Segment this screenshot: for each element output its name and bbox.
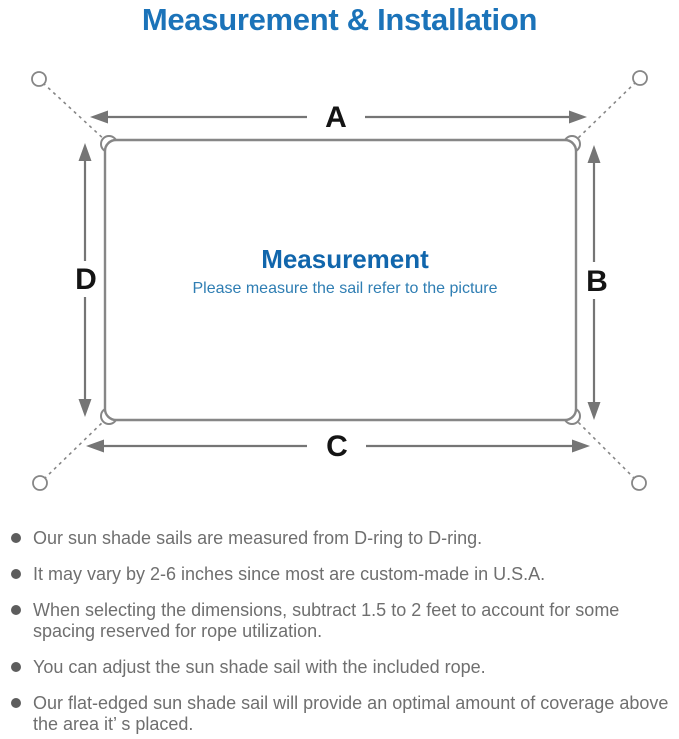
dim-label-a: A xyxy=(325,101,347,134)
sail-outline xyxy=(103,138,578,422)
arrowhead-c-right xyxy=(572,439,590,453)
list-item: You can adjust the sun shade sail with t… xyxy=(11,657,669,678)
list-item: Our flat-edged sun shade sail will provi… xyxy=(11,693,669,735)
dim-label-d: D xyxy=(75,263,97,296)
list-item: It may vary by 2-6 inches since most are… xyxy=(11,564,669,585)
anchor-point-circle-bottom-right xyxy=(631,475,647,491)
diagram-subheading: Please measure the sail refer to the pic… xyxy=(192,280,497,297)
arrowhead-d-top xyxy=(78,143,92,161)
dim-label-c: C xyxy=(326,430,348,463)
note-text: It may vary by 2-6 inches since most are… xyxy=(33,564,546,584)
bullet-icon xyxy=(11,569,21,579)
rope-dashed-line-bottom-right xyxy=(574,418,636,480)
arrowhead-a-left xyxy=(90,110,108,124)
diagram-heading: Measurement xyxy=(261,244,429,274)
rope-dashed-line-top-left xyxy=(42,82,107,142)
bullet-icon xyxy=(11,605,21,615)
list-item: When selecting the dimensions, subtract … xyxy=(11,600,669,642)
list-item: Our sun shade sails are measured from D-… xyxy=(11,528,669,549)
dim-label-b: B xyxy=(586,265,608,298)
arrowhead-a-right xyxy=(569,110,587,124)
note-text: You can adjust the sun shade sail with t… xyxy=(33,657,486,677)
arrowhead-b-bottom xyxy=(587,402,601,420)
notes-list: Our sun shade sails are measured from D-… xyxy=(11,528,669,739)
measurement-diagram: A C D B Measurement Please measure the s… xyxy=(31,70,648,491)
rope-dashed-line-bottom-left xyxy=(43,418,107,480)
anchor-point-circle-top-left xyxy=(31,71,47,87)
bullet-icon xyxy=(11,698,21,708)
bullet-icon xyxy=(11,533,21,543)
anchor-point-circle-bottom-left xyxy=(32,475,48,491)
rope-dashed-line-top-right xyxy=(574,81,637,142)
note-text: When selecting the dimensions, subtract … xyxy=(33,600,620,641)
note-text: Our sun shade sails are measured from D-… xyxy=(33,528,483,548)
page-title: Measurement & Installation xyxy=(141,2,538,37)
arrowhead-c-left xyxy=(86,439,104,453)
anchor-point-circle-top-right xyxy=(632,70,648,86)
note-text: Our flat-edged sun shade sail will provi… xyxy=(33,693,669,734)
arrowhead-b-top xyxy=(587,145,601,163)
bullet-icon xyxy=(11,662,21,672)
arrowhead-d-bottom xyxy=(78,399,92,417)
